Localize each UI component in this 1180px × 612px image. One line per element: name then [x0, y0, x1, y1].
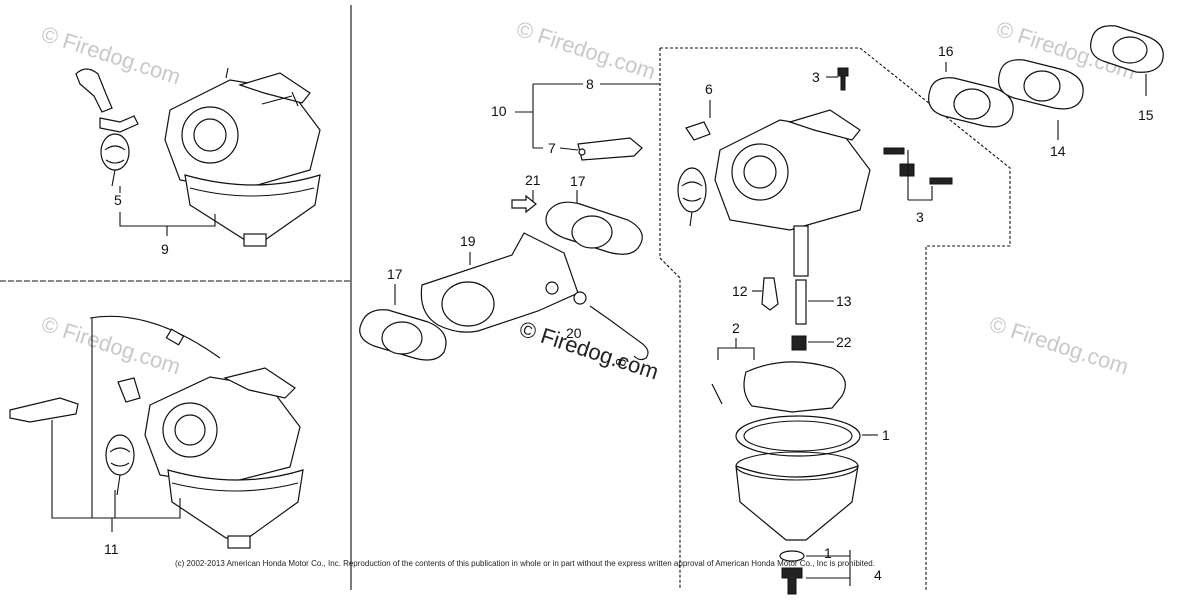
float-bowl-right [735, 465, 859, 541]
watermark: © Firedog.com [986, 311, 1131, 379]
collar [573, 291, 587, 305]
watermark: © Firedog.com [38, 21, 183, 89]
watermark: © Firedog.com [38, 311, 183, 379]
callout-3: 3 [916, 209, 924, 225]
callout-16: 16 [938, 43, 954, 59]
choke-valve-right [677, 167, 707, 213]
callout-17: 17 [387, 266, 403, 282]
carburetor-bore [193, 118, 227, 152]
assembly-frame [659, 47, 1011, 591]
callout-20: 20 [566, 325, 582, 341]
callout-9: 9 [161, 241, 169, 257]
jet-nut [791, 335, 807, 351]
bracket-3 [907, 150, 933, 201]
leader-7 [559, 147, 579, 151]
linkage-detail [225, 67, 299, 107]
insulator-bore [441, 281, 495, 327]
bowl-rim-lower [171, 482, 299, 492]
callout-11: 11 [104, 541, 119, 557]
choke-valve [100, 133, 130, 171]
throttle-linkage-lower [223, 367, 296, 399]
bowl-gasket [735, 415, 861, 457]
gasket-upper-bore [571, 215, 613, 249]
bowl-gasket-inner [743, 420, 853, 452]
throttle-linkage-right [788, 109, 861, 141]
nozzle-tube [793, 225, 809, 277]
insulator-hole [545, 281, 559, 295]
carburetor-assembly-top-left: 5 9 [75, 67, 321, 257]
float-pin [711, 383, 723, 405]
choke-lever-lower [117, 377, 141, 403]
arm-hole [578, 148, 586, 156]
gasket-16-bore [953, 88, 991, 120]
choke-lever [75, 68, 113, 113]
choke-valve-detail [104, 145, 126, 187]
callout-1: 1 [824, 545, 832, 561]
spring [165, 328, 185, 346]
watermark-main: © Firedog.com [516, 316, 661, 384]
carburetor-bore-right [743, 155, 777, 189]
screw [837, 67, 849, 91]
bowl-rim [189, 187, 315, 197]
watermark: © Firedog.com [513, 16, 658, 84]
choke-rod [89, 315, 221, 359]
float [743, 361, 846, 413]
copyright-notice: (c) 2002-2013 American Honda Motor Co., … [175, 559, 875, 568]
callout-3: 3 [812, 69, 820, 85]
callout-22: 22 [836, 334, 852, 350]
drain-bolt-right [781, 567, 803, 595]
callout-12: 12 [732, 283, 748, 299]
bracket-11 [51, 318, 181, 519]
callout-6: 6 [705, 81, 713, 97]
choke-arm [99, 115, 139, 133]
carburetor-bore-lower [174, 414, 206, 446]
callout-2: 2 [732, 320, 740, 336]
callout-5: 5 [114, 192, 122, 208]
bracket-10 [515, 83, 660, 149]
screw-set [883, 147, 953, 185]
callout-8: 8 [612, 357, 629, 368]
bracket-4 [806, 550, 851, 586]
float-bowl-lower [167, 469, 304, 539]
bowl-top [735, 451, 859, 481]
bracket-2 [717, 338, 755, 360]
main-jet [795, 279, 807, 325]
gasket-14-bore [1023, 70, 1061, 102]
choke-rod-spring [589, 305, 649, 361]
callout-7: 7 [548, 140, 556, 156]
choke-valve-lower [105, 434, 135, 476]
callout-4: 4 [874, 567, 882, 583]
carburetor-assembly-bottom-left: 11 [9, 315, 304, 557]
callout-21: 21 [525, 172, 541, 188]
float-bowl [184, 174, 321, 241]
washer [779, 550, 805, 562]
callout-8: 8 [586, 76, 594, 92]
callout-15: 15 [1138, 107, 1154, 123]
gasket-15-bore [1112, 36, 1148, 64]
arrow-icon [511, 194, 537, 214]
intake-parts-center: 10 8 7 21 17 19 17 20 8 [359, 76, 660, 368]
choke-arm-part [577, 137, 643, 161]
gasket-lower-bore [381, 321, 423, 355]
callout-10: 10 [491, 103, 507, 119]
throttle-linkage [238, 72, 311, 104]
carburetor-exploded-right: 3 6 3 16 14 15 12 [659, 25, 1164, 595]
callout-19: 19 [460, 233, 476, 249]
choke-valve-detail [681, 181, 703, 227]
callout-17: 17 [570, 173, 586, 189]
drain-bolt-lower [227, 535, 251, 549]
choke-valve-detail [109, 447, 131, 496]
bracket-9 [119, 212, 216, 227]
callout-13: 13 [836, 293, 852, 309]
callout-14: 14 [1050, 143, 1066, 159]
callout-1: 1 [882, 427, 890, 443]
drain-bolt [243, 233, 267, 247]
choke-lever-right [685, 121, 711, 141]
float-valve [761, 277, 779, 311]
throttle-lever [9, 397, 79, 423]
